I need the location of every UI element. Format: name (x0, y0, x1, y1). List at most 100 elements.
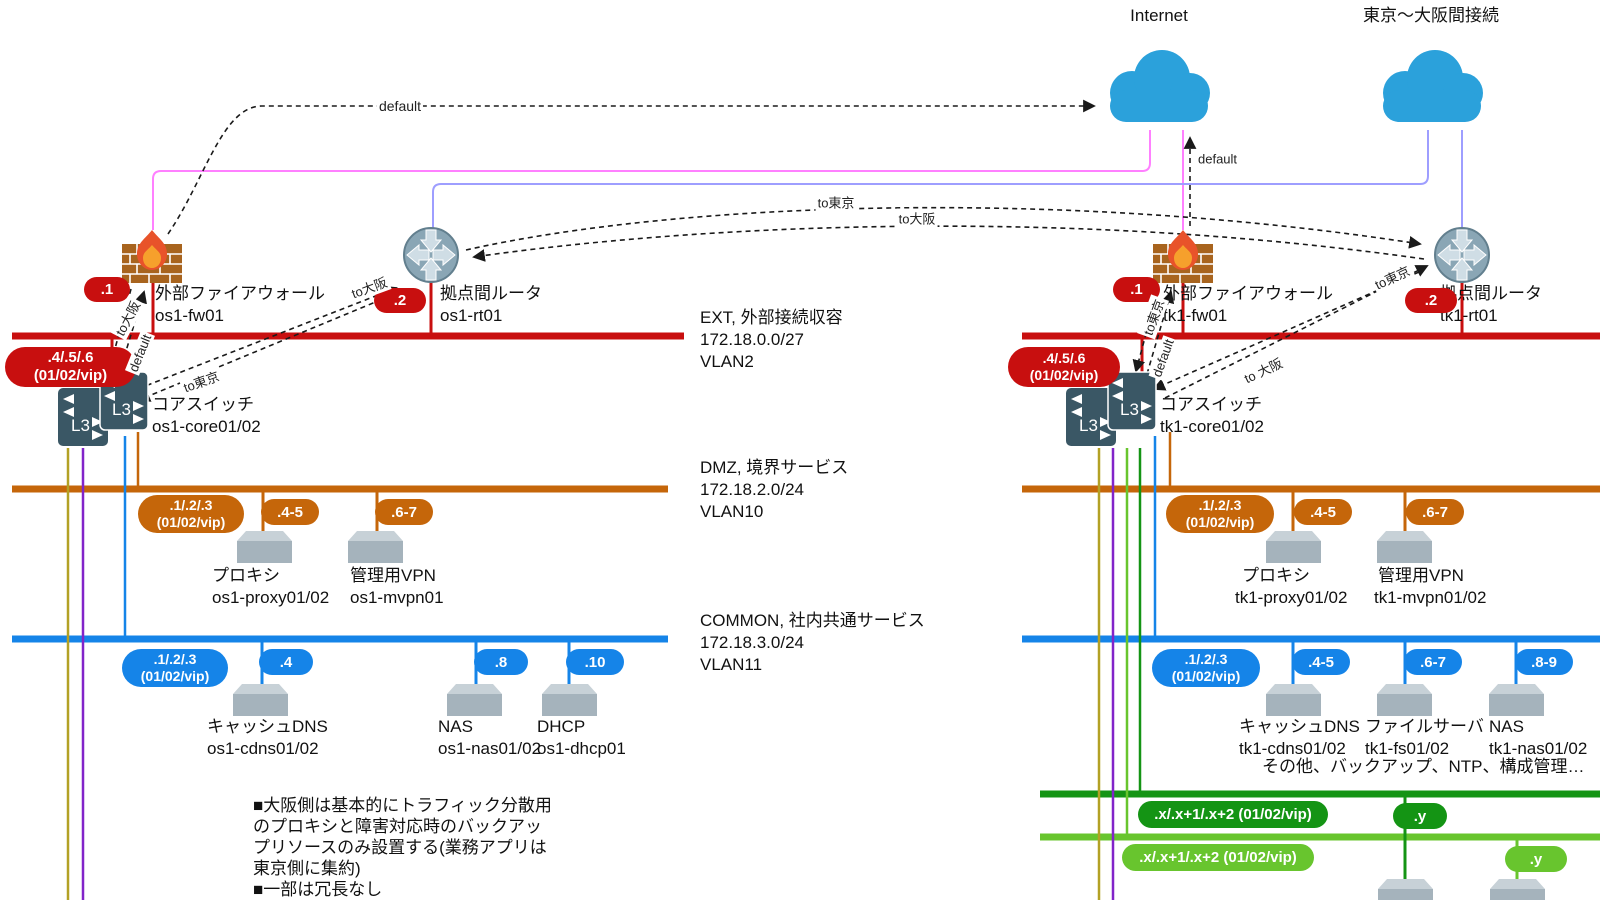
os1-proxy-name: プロキシ (212, 566, 280, 585)
arrow-long-to-tokyo (465, 206, 1422, 251)
vip-line2: (01/02/vip) (156, 514, 226, 530)
os1-mvpn-name: 管理用VPN (350, 566, 436, 585)
l3-label: L3 (71, 416, 90, 435)
tk1-proxy-server-icon[interactable] (1266, 531, 1321, 563)
l3-label: L3 (112, 400, 131, 419)
tk1-fs-host: tk1-fs01/02 (1365, 739, 1450, 758)
tk1-nas-ip-badge[interactable]: .8-9 (1515, 649, 1573, 675)
route-default-right-label: default (1196, 151, 1240, 167)
os1-proxy-host: os1-proxy01/02 (212, 588, 330, 607)
tk1-fw-name: 外部ファイアウォール (1163, 284, 1333, 303)
tk1-router-icon[interactable] (1434, 227, 1490, 283)
note-line: のプロキシと障害対応時のバックアッ (253, 817, 542, 836)
tk1-core-switch-icon[interactable]: L3 L3 (1066, 371, 1157, 446)
tk1-app2-ip-badge[interactable]: .y (1505, 846, 1567, 872)
tk1-proxy-host: tk1-proxy01/02 (1235, 588, 1348, 607)
tk1-app2-vip-badge[interactable]: .x/.x+1/.x+2 (01/02/vip) (1122, 844, 1314, 871)
interconnect-label: 東京〜大阪間接続 (1363, 6, 1499, 25)
os1-fw-host: os1-fw01 (155, 306, 224, 325)
vip-line1: .4/.5/.6 (1042, 349, 1086, 366)
os1-firewall-icon[interactable] (122, 230, 182, 283)
tk1-core-name: コアスイッチ (1160, 395, 1262, 414)
tk1-rt-ip-badge[interactable]: .2 (1405, 288, 1457, 313)
vip-line2: (01/02/vip) (1029, 367, 1099, 383)
os1-common-vip-badge[interactable]: .1/.2/.3 (01/02/vip) (122, 649, 228, 687)
os1-dhcp-server-icon[interactable] (542, 684, 597, 716)
tk1-fs-name: ファイルサーバ (1365, 717, 1484, 736)
tk1-rt-name: 拠点間ルータ (1440, 284, 1542, 303)
vip-line1: .1/.2/.3 (153, 650, 197, 667)
os1-nas-host: os1-nas01/02 (438, 739, 542, 758)
os1-fw-ip-badge[interactable]: .1 (84, 277, 130, 302)
arrow-long-to-osaka (472, 225, 1425, 262)
os1-rt-name: 拠点間ルータ (440, 284, 542, 303)
tk1-cdns-server-icon[interactable] (1266, 684, 1321, 716)
tk1-others-note: その他、バックアップ、NTP、構成管理… (1262, 757, 1585, 776)
tk1-fs-server-icon[interactable] (1377, 684, 1432, 716)
os1-mvpn-ip-badge[interactable]: .6-7 (375, 499, 433, 525)
isp-links (152, 130, 1184, 230)
route-arrows (105, 99, 1429, 402)
vip-line1: .1/.2/.3 (1198, 496, 1242, 513)
interconnect-cloud[interactable] (1383, 50, 1483, 122)
os1-proxy-ip-badge[interactable]: .4-5 (261, 499, 319, 525)
wan-links (432, 130, 1463, 228)
note-line: 東京側に集約) (253, 859, 361, 878)
internet-cloud[interactable] (1110, 50, 1210, 122)
os1-mvpn-host: os1-mvpn01 (350, 588, 444, 607)
arrow-tk1-rt-to-core (1152, 271, 1420, 391)
vlan-common-cidr: 172.18.3.0/24 (700, 633, 804, 652)
tk1-mvpn-host: tk1-mvpn01/02 (1374, 588, 1487, 607)
os1-mvpn-server-icon[interactable] (348, 531, 403, 563)
vlan-ext-cidr: 172.18.0.0/27 (700, 330, 804, 349)
tk1-rt-host: tk1-rt01 (1440, 306, 1498, 325)
os1-cdns-server-icon[interactable] (233, 684, 288, 716)
note-line: ■大阪側は基本的にトラフィック分散用 (253, 796, 552, 815)
os1-dmz-vip-badge[interactable]: .1/.2/.3 (01/02/vip) (138, 495, 244, 533)
tk1-cdns-ip-badge[interactable]: .4-5 (1292, 649, 1350, 675)
note-line: プリソースのみ設置する(業務アプリは (253, 838, 547, 857)
vip-line1: .4/.5/.6 (47, 348, 94, 366)
tk1-nas-host: tk1-nas01/02 (1489, 739, 1588, 758)
tk1-core-vip-badge[interactable]: .4/.5/.6 (01/02/vip) (1008, 347, 1120, 387)
tk1-firewall-icon[interactable] (1153, 230, 1213, 283)
tk1-cdns-host: tk1-cdns01/02 (1239, 739, 1346, 758)
tk1-common-vip-badge[interactable]: .1/.2/.3 (01/02/vip) (1152, 649, 1260, 687)
tk1-fs-ip-badge[interactable]: .6-7 (1404, 649, 1462, 675)
tk1-mvpn-name: 管理用VPN (1378, 566, 1464, 585)
tk1-dmz-vip-badge[interactable]: .1/.2/.3 (01/02/vip) (1166, 495, 1274, 533)
os1-fw-name: 外部ファイアウォール (155, 284, 325, 303)
tk1-mvpn-server-icon[interactable] (1377, 531, 1432, 563)
tk1-app1-vip-badge[interactable]: .x/.x+1/.x+2 (01/02/vip) (1138, 801, 1328, 828)
os1-cdns-ip-badge[interactable]: .4 (259, 649, 313, 675)
l3-label: L3 (1079, 416, 1098, 435)
tk1-fw-host: tk1-fw01 (1163, 306, 1228, 325)
vip-line1: .1/.2/.3 (1184, 650, 1228, 667)
tk1-app-server-icon[interactable] (1378, 879, 1433, 900)
vlan-dmz-title: DMZ, 境界サービス (700, 458, 849, 477)
tk1-app1-ip-badge[interactable]: .y (1393, 803, 1447, 829)
route-to-tokyo-long-label: to東京 (815, 192, 857, 212)
tk1-proxy-ip-badge[interactable]: .4-5 (1294, 499, 1352, 525)
os1-cdns-name: キャッシュDNS (207, 717, 328, 736)
vlan-ext-id: VLAN2 (700, 352, 754, 371)
os1-nas-ip-badge[interactable]: .8 (474, 649, 528, 675)
tk1-nas-server-icon[interactable] (1489, 684, 1544, 716)
vlan-common-title: COMMON, 社内共通サービス (700, 611, 925, 630)
vlan-dmz-cidr: 172.18.2.0/24 (700, 480, 804, 499)
vlan-common-id: VLAN11 (700, 655, 763, 674)
tk1-app-server-icon[interactable] (1490, 879, 1545, 900)
vip-line2: (01/02/vip) (1185, 514, 1255, 530)
os1-nas-server-icon[interactable] (447, 684, 502, 716)
os1-dhcp-ip-badge[interactable]: .10 (566, 649, 624, 675)
note-line: ■一部は冗長なし (253, 880, 383, 899)
os1-router-icon[interactable] (403, 227, 459, 283)
os1-proxy-server-icon[interactable] (237, 531, 292, 563)
tk1-mvpn-ip-badge[interactable]: .6-7 (1406, 499, 1464, 525)
os1-rt-host: os1-rt01 (440, 306, 503, 325)
os1-rt-ip-badge[interactable]: .2 (374, 288, 426, 313)
os1-dhcp-host: os1-dhcp01 (537, 739, 626, 758)
os1-core-vip-badge[interactable]: .4/.5/.6 (01/02/vip) (5, 347, 136, 387)
